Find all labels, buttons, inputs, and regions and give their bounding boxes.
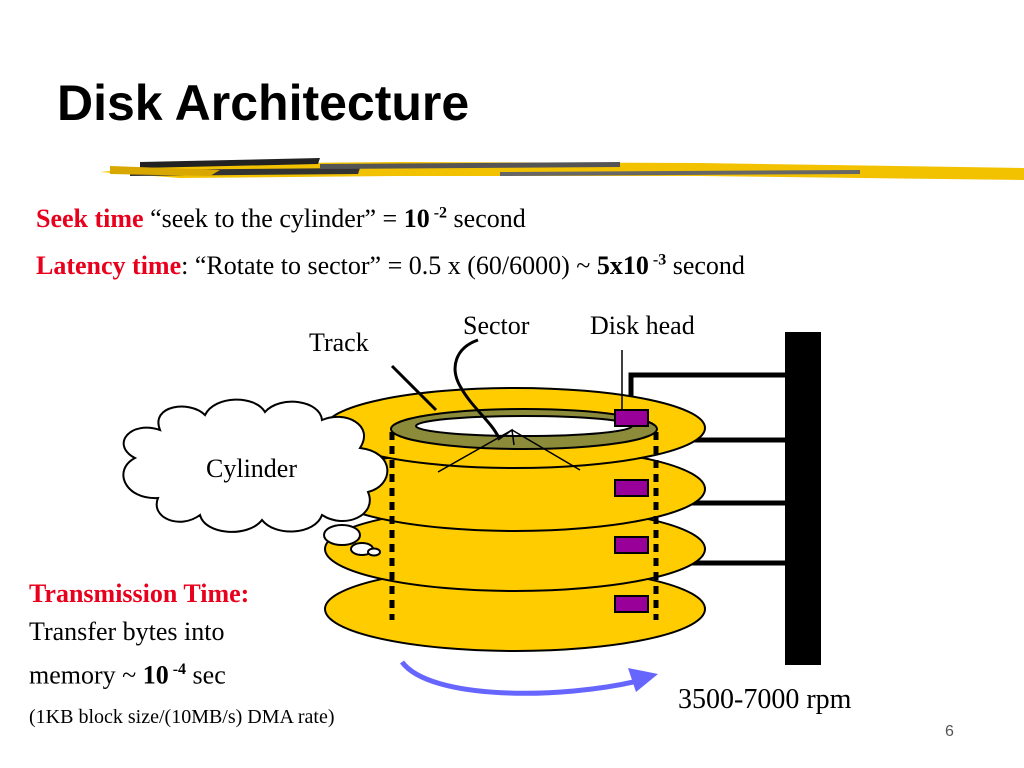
spindle-hole <box>415 415 633 437</box>
transmission-line-1: Transfer bytes into <box>29 617 225 646</box>
actuator-spindle <box>785 332 821 665</box>
track-label: Track <box>309 328 369 357</box>
track-pointer <box>390 364 438 412</box>
cylinder-cloud <box>122 398 389 557</box>
disk-head-label: Disk head <box>590 311 695 340</box>
latency-time-term: Latency time <box>36 251 182 280</box>
cylinder-label: Cylinder <box>206 454 297 483</box>
transmission-line-2-prefix: memory ~ <box>29 660 143 690</box>
transmission-term: Transmission Time: <box>29 579 250 608</box>
latency-time-line: Latency time: “Rotate to sector” = 0.5 x… <box>36 251 745 281</box>
seek-time-line: Seek time “seek to the cylinder” = 10 -2… <box>36 204 526 234</box>
sector-outline <box>437 428 581 473</box>
transmission-exponent: -4 <box>168 661 187 678</box>
latency-time-text: : “Rotate to sector” = 0.5 x (60/6000) ~ <box>181 251 597 280</box>
disk-heads <box>614 409 649 613</box>
disk-head-2 <box>614 479 649 497</box>
transmission-unit: sec <box>186 660 226 690</box>
seek-time-text: “seek to the cylinder” = <box>143 204 404 233</box>
seek-time-unit: second <box>447 204 526 233</box>
sector-label: Sector <box>463 311 530 340</box>
title-underline-decoration <box>100 158 1024 180</box>
disk-head-4 <box>614 595 649 613</box>
seek-time-base: 10 <box>403 204 430 233</box>
slide-title: Disk Architecture <box>57 75 470 131</box>
transmission-line-2: memory ~ 10 -4 sec <box>29 651 249 695</box>
latency-time-unit: second <box>666 251 745 280</box>
rpm-label: 3500-7000 rpm <box>678 684 852 715</box>
dma-rate-note: (1KB block size/(10MB/s) DMA rate) <box>29 706 335 728</box>
rotation-arrow <box>399 660 643 696</box>
disk-head-3 <box>614 536 649 554</box>
rotation-arrowhead <box>628 668 658 692</box>
transmission-base: 10 <box>142 660 169 690</box>
latency-time-exponent: -3 <box>648 251 667 269</box>
page-number: 6 <box>945 723 954 740</box>
disk-head-1 <box>614 409 649 427</box>
sector-pointer <box>453 338 501 439</box>
seek-time-term: Seek time <box>36 204 144 233</box>
transmission-block: Transmission Time: Transfer bytes into m… <box>29 575 249 695</box>
seek-time-exponent: -2 <box>429 204 448 222</box>
latency-time-value: 5x10 <box>596 251 649 280</box>
